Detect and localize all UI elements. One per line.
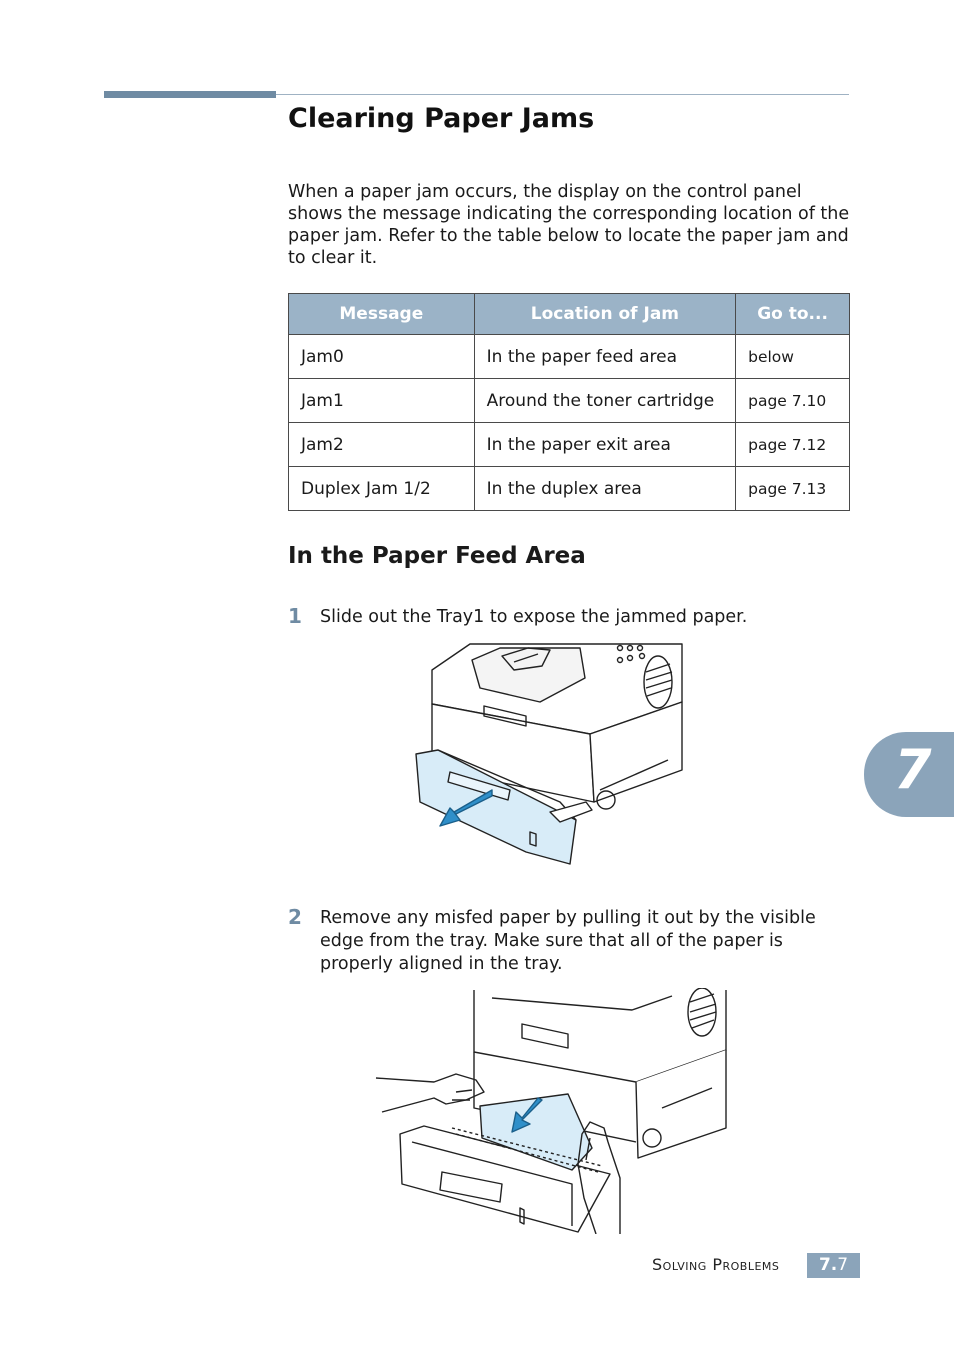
cell-goto: below (735, 334, 850, 379)
chapter-tab: 7 (864, 732, 954, 817)
cell-message: Duplex Jam 1/2 (288, 466, 475, 511)
step-1-number: 1 (288, 604, 302, 628)
cell-location: In the duplex area (473, 466, 737, 511)
section-heading: In the Paper Feed Area (288, 543, 586, 569)
cell-goto: page 7.12 (735, 422, 850, 467)
page-title: Clearing Paper Jams (288, 103, 595, 134)
header-rule-thick (104, 91, 276, 98)
cell-location: Around the toner cartridge (473, 378, 737, 423)
page-minor: 7 (837, 1255, 849, 1275)
table-row: Jam2 In the paper exit area page 7.12 (288, 422, 850, 467)
table-header-row: Message Location of Jam Go to... (288, 293, 850, 335)
header-goto: Go to... (735, 293, 850, 335)
table-row: Duplex Jam 1/2 In the duplex area page 7… (288, 466, 850, 511)
cell-goto: page 7.13 (735, 466, 850, 511)
header-rule-thin (276, 94, 849, 95)
cell-message: Jam2 (288, 422, 475, 467)
cell-goto: page 7.10 (735, 378, 850, 423)
step-2-text: Remove any misfed paper by pulling it ou… (320, 908, 816, 974)
step-2-number: 2 (288, 905, 302, 929)
table-row: Jam0 In the paper feed area below (288, 334, 850, 379)
jam-table: Message Location of Jam Go to... Jam0 In… (288, 293, 850, 511)
cell-message: Jam1 (288, 378, 475, 423)
cell-location: In the paper exit area (473, 422, 737, 467)
footer-section-label: Solving Problems (652, 1255, 780, 1274)
printer-tray-open-illustration (415, 643, 683, 865)
step-1-text: Slide out the Tray1 to expose the jammed… (320, 607, 748, 627)
chapter-number: 7 (894, 738, 932, 801)
intro-paragraph: When a paper jam occurs, the display on … (288, 182, 850, 268)
header-location: Location of Jam (473, 293, 737, 335)
page-major: 7. (818, 1255, 838, 1275)
table-row: Jam1 Around the toner cartridge page 7.1… (288, 378, 850, 423)
cell-location: In the paper feed area (473, 334, 737, 379)
page-number-badge: 7.7 (807, 1253, 860, 1278)
cell-message: Jam0 (288, 334, 475, 379)
remove-misfed-paper-illustration (375, 988, 727, 1234)
header-message: Message (288, 293, 475, 335)
